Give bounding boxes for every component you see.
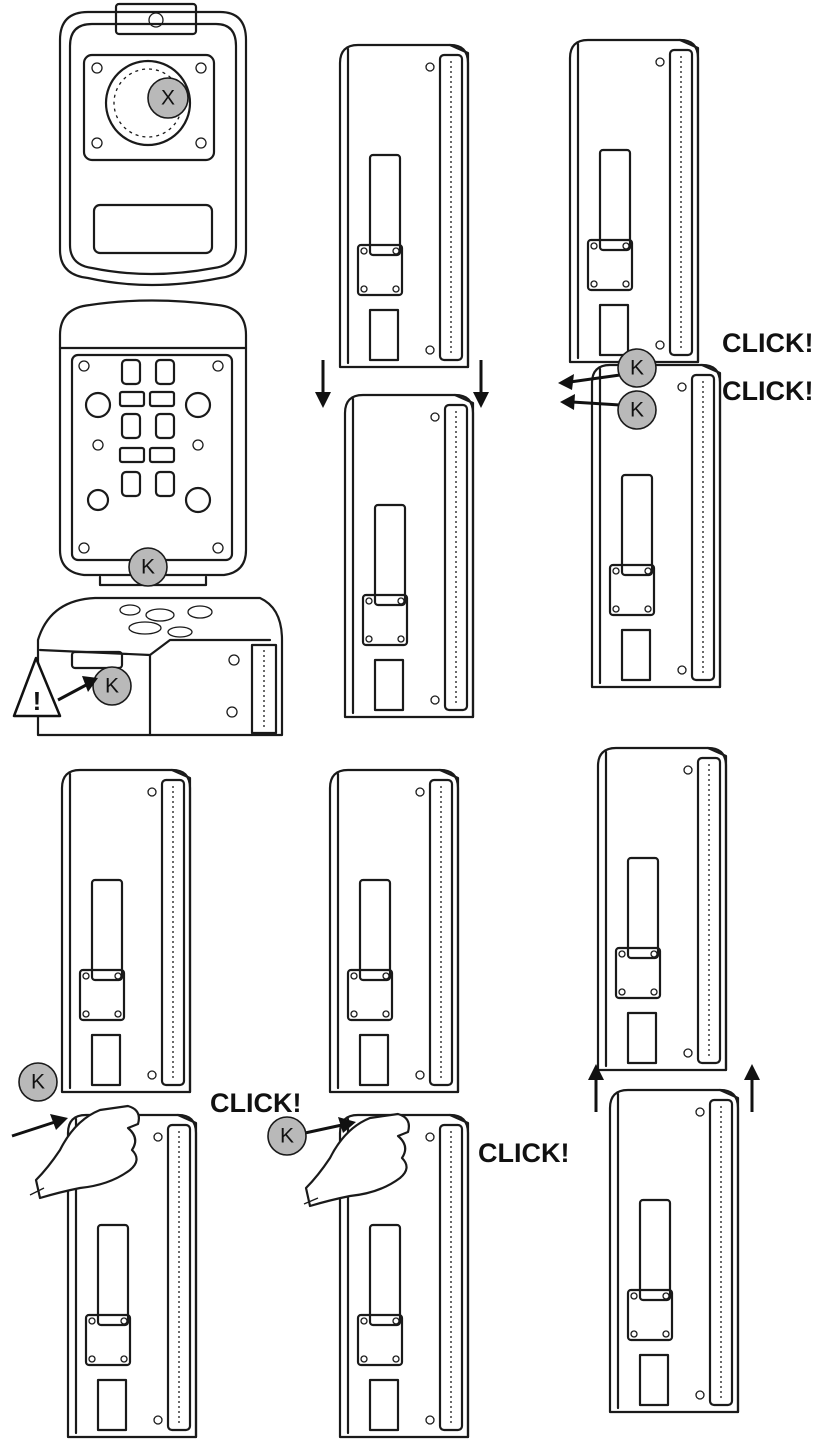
panel-locked-pair [558,38,722,689]
svg-text:X: X [161,87,175,110]
badge-k-upper-lock: K [617,348,657,388]
badge-x: X [147,77,189,119]
hand-icon [34,1104,140,1200]
arrow-up-icon [588,1064,760,1112]
badge-k-bottom-plate: K [128,547,168,587]
panel-release-middle [303,768,470,1439]
panel-lower-speaker [315,43,489,719]
click-label-middle: CLICK! [478,1138,569,1168]
svg-text:K: K [630,399,644,422]
badge-k-perspective: K [92,666,132,706]
panel-lift-off [588,746,760,1414]
panel-top-view [36,2,284,737]
warning-triangle-icon: ! [12,656,62,718]
click-label-left: CLICK! [210,1088,301,1118]
panel-release-left [11,768,198,1439]
svg-text:!: ! [33,686,42,716]
svg-text:K: K [31,1071,45,1094]
click-label-upper: CLICK! [722,328,813,358]
click-label-lower: CLICK! [722,376,813,406]
hand-icon [304,1112,410,1208]
arrow-down-icon [315,360,489,408]
svg-text:K: K [105,675,119,698]
badge-k-left-hand: K [18,1062,58,1102]
badge-k-lower-lock: K [617,390,657,430]
svg-text:K: K [141,556,155,579]
badge-k-middle-hand: K [267,1116,307,1156]
svg-text:K: K [280,1125,294,1148]
svg-text:K: K [630,357,644,380]
arrow-left-icon [558,373,621,410]
